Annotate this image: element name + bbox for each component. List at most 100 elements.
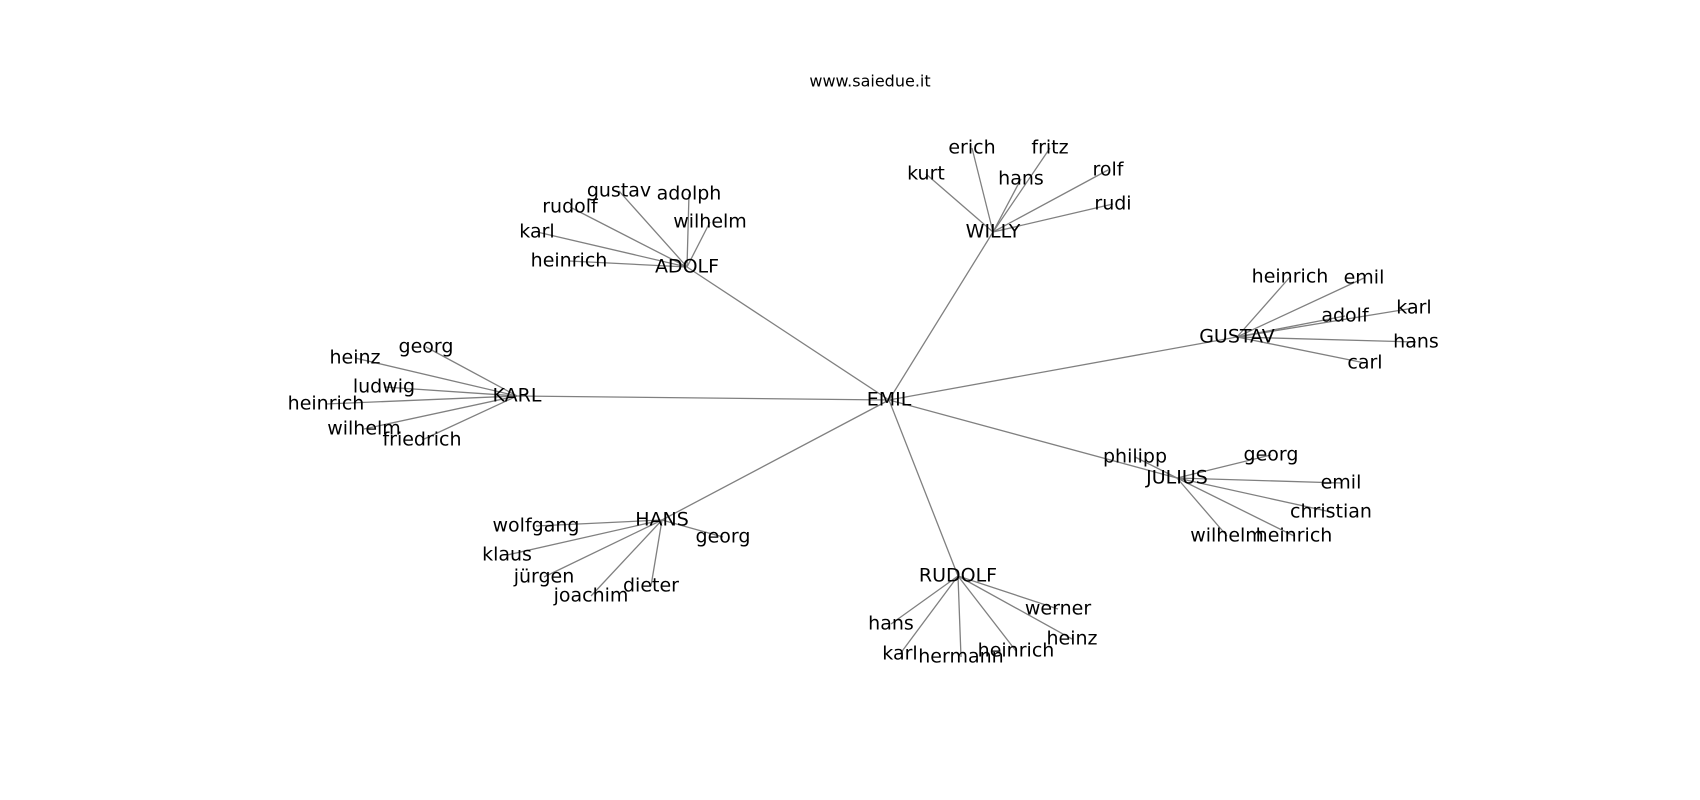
edge-adolf-leaf-5 [568, 260, 688, 268]
leaf-label-willy-0: erich [948, 137, 995, 159]
leaf-label-adolf-4: karl [519, 221, 554, 243]
leaf-label-gustav-0: heinrich [1252, 266, 1329, 288]
leaf-label-julius-4: wilhelm [1190, 525, 1264, 547]
edge-hans-leaf-5 [650, 519, 663, 587]
edge-adolf-leaf-2 [569, 206, 688, 268]
leaf-label-hans-2: klaus [482, 544, 532, 566]
leaf-label-karl-3: heinrich [288, 393, 365, 415]
edge-karl-leaf-5 [421, 395, 518, 441]
edge-center-willy [888, 231, 994, 401]
leaf-label-gustav-4: hans [1393, 331, 1439, 353]
leaf-label-karl-5: friedrich [382, 429, 461, 451]
edge-adolf-leaf-0 [618, 190, 688, 268]
edge-gustav-leaf-3 [1236, 307, 1415, 338]
leaf-label-gustav-2: adolf [1321, 305, 1370, 327]
leaf-label-adolf-3: wilhelm [673, 211, 747, 233]
hub-label-julius: JULIUS [1145, 467, 1208, 489]
leaf-label-willy-5: rudi [1094, 193, 1131, 215]
edge-willy-leaf-4 [992, 169, 1109, 233]
leaf-label-willy-4: rolf [1093, 159, 1125, 181]
edge-gustav-leaf-1 [1236, 277, 1365, 338]
graph-edges [325, 147, 1417, 658]
leaf-label-adolf-5: heinrich [531, 250, 608, 272]
edge-center-hans [661, 399, 890, 521]
edge-karl-leaf-0 [425, 346, 518, 397]
leaf-label-willy-1: fritz [1031, 137, 1068, 159]
edge-adolf-leaf-1 [686, 193, 690, 268]
edge-julius-leaf-1 [1176, 454, 1272, 479]
edge-rudolf-leaf-3 [899, 575, 959, 655]
leaf-label-gustav-3: karl [1396, 297, 1431, 319]
edge-hans-leaf-4 [590, 519, 663, 597]
edge-center-gustav [888, 336, 1238, 401]
edge-willy-leaf-3 [992, 178, 1022, 233]
edge-willy-leaf-2 [925, 173, 994, 233]
leaf-label-hans-1: georg [696, 526, 751, 548]
edge-gustav-leaf-5 [1236, 336, 1366, 364]
leaf-label-julius-5: heinrich [1256, 525, 1333, 547]
edge-willy-leaf-5 [992, 203, 1114, 233]
leaf-label-gustav-1: emil [1344, 267, 1385, 289]
leaf-label-rudolf-4: hermann [918, 646, 1003, 668]
edge-karl-leaf-2 [383, 386, 518, 397]
leaf-label-hans-0: wolfgang [493, 515, 580, 537]
hub-label-hans: HANS [635, 509, 689, 531]
leaf-label-rudolf-5: heinrich [978, 640, 1055, 662]
edge-center-karl [516, 395, 890, 401]
edge-rudolf-leaf-5 [957, 575, 1017, 652]
edge-gustav-leaf-4 [1236, 336, 1417, 343]
edge-rudolf-leaf-1 [890, 575, 959, 625]
edge-rudolf-leaf-2 [957, 575, 1073, 640]
leaf-label-julius-0: philipp [1103, 446, 1167, 468]
site-header-text: www.saiedue.it [809, 72, 930, 91]
edge-hans-leaf-1 [661, 519, 724, 538]
leaf-label-hans-5: dieter [623, 575, 679, 597]
hub-label-adolf: ADOLF [655, 256, 719, 278]
edge-karl-leaf-3 [325, 395, 518, 405]
edge-julius-leaf-4 [1176, 477, 1228, 537]
leaf-label-willy-3: hans [998, 168, 1044, 190]
leaf-label-rudolf-2: heinz [1046, 628, 1097, 650]
leaf-label-karl-2: ludwig [353, 376, 415, 398]
edge-hans-leaf-3 [543, 519, 663, 578]
leaf-label-julius-1: georg [1244, 444, 1299, 466]
edge-gustav-leaf-0 [1236, 276, 1291, 338]
edge-karl-leaf-4 [363, 395, 518, 430]
edge-center-adolf [686, 266, 890, 401]
center-node-label: EMIL [867, 389, 912, 411]
leaf-label-adolf-2: rudolf [542, 196, 599, 218]
hub-label-willy: WILLY [966, 221, 1021, 243]
leaf-label-karl-1: heinz [329, 347, 380, 369]
leaf-label-rudolf-3: karl [882, 643, 917, 665]
edge-willy-leaf-0 [971, 147, 994, 233]
leaf-label-adolf-1: adolph [657, 183, 722, 205]
leaf-label-rudolf-0: werner [1025, 598, 1091, 620]
edge-julius-leaf-2 [1176, 477, 1342, 484]
edge-hans-leaf-0 [535, 519, 663, 527]
hub-label-gustav: GUSTAV [1199, 326, 1275, 348]
leaf-label-julius-2: emil [1321, 472, 1362, 494]
edge-rudolf-leaf-0 [957, 575, 1059, 610]
leaf-label-karl-0: georg [399, 336, 454, 358]
edge-julius-leaf-5 [1176, 477, 1295, 537]
leaf-label-julius-3: christian [1290, 501, 1372, 523]
edge-hans-leaf-2 [506, 519, 663, 556]
edge-julius-leaf-0 [1134, 456, 1178, 479]
edge-adolf-leaf-4 [536, 231, 688, 268]
hub-label-karl: KARL [493, 385, 542, 407]
graph-nodes: gustav adolph rudolf wilhelm karl heinrich ADO… [288, 137, 1439, 668]
edge-willy-leaf-1 [992, 147, 1051, 233]
leaf-label-rudolf-1: hans [868, 613, 914, 635]
edge-center-rudolf [888, 399, 959, 577]
edge-julius-leaf-3 [1176, 477, 1332, 513]
hub-label-rudolf: RUDOLF [919, 565, 997, 587]
edge-center-julius [888, 399, 1178, 479]
edge-adolf-leaf-3 [686, 221, 711, 268]
leaf-label-karl-4: wilhelm [327, 418, 401, 440]
edge-rudolf-leaf-4 [957, 575, 962, 658]
leaf-label-adolf-0: gustav [587, 180, 651, 202]
leaf-label-hans-4: joachim [553, 585, 629, 607]
leaf-label-gustav-5: carl [1347, 352, 1382, 374]
leaf-label-hans-3: jürgen [513, 566, 575, 588]
